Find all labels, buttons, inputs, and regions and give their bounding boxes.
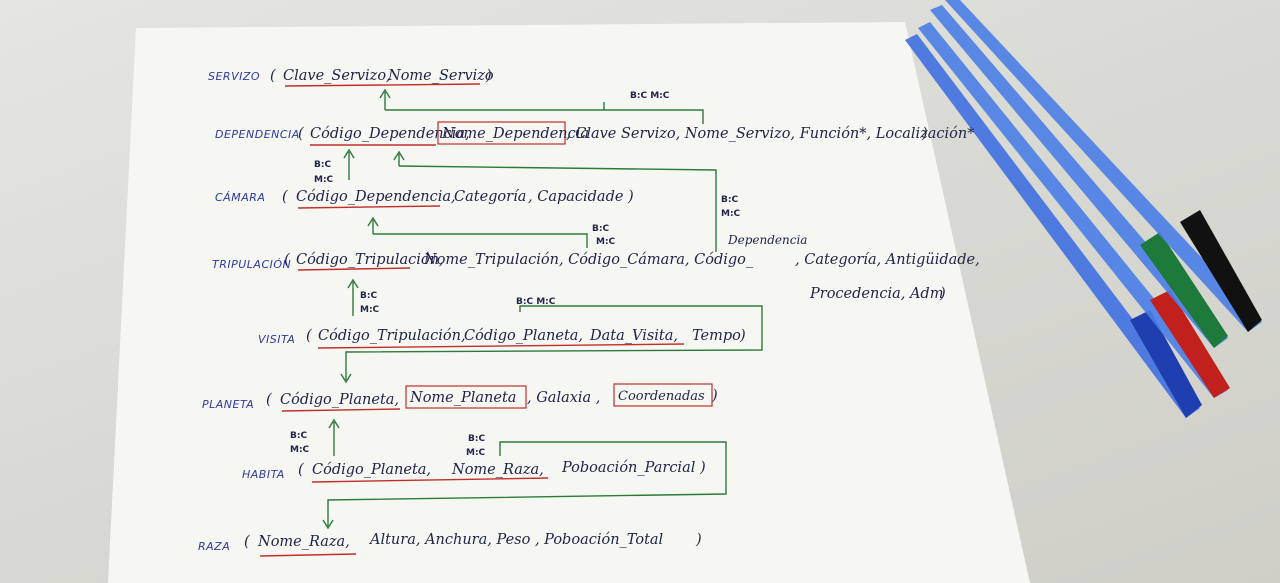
card-camara-dep-bc: B:C <box>314 160 331 170</box>
visita-open: ( <box>306 328 312 344</box>
tripulacion-attr-2: Nome_Tripulación, Código_Cámara, Código_ <box>423 252 754 268</box>
card-trip-camara-bc: B:C <box>592 224 609 234</box>
habita-close: ) <box>699 460 706 476</box>
relation-name-tripulacion: TRIPULACIÓN <box>212 258 291 271</box>
pen-red <box>918 22 1230 398</box>
raza-attr-1: Nome_Raza, <box>257 534 350 550</box>
arrow-trip-dep <box>393 150 405 166</box>
dependencia-attr-1: Código_Dependencia, <box>310 126 470 142</box>
camara-pk-underline <box>297 205 441 209</box>
habita-open: ( <box>298 462 304 478</box>
habita-attr-2: Nome_Raza, <box>451 462 544 478</box>
pens <box>905 0 1262 418</box>
pen-black <box>945 0 1262 332</box>
card-habita-planeta-mc: M:C <box>290 445 310 455</box>
relation-name-camara: CÁMARA <box>215 191 265 204</box>
planeta-box-nome <box>405 385 527 409</box>
tripulacion-open: ( <box>284 252 290 268</box>
raza-close: ) <box>695 532 702 548</box>
planeta-attr-2: Nome_Planeta <box>409 390 516 406</box>
pen-blue <box>905 34 1202 418</box>
camara-attr-3: , Capacidade <box>528 189 623 205</box>
card-habita-raza-mc: M:C <box>466 448 486 458</box>
tripulacion-attr-4: , Categoría, Antigüidade, <box>795 252 980 268</box>
camara-open: ( <box>282 189 288 205</box>
tripulacion-attr-3: Dependencia <box>727 233 807 247</box>
camara-attr-2: Categoría <box>454 189 526 205</box>
card-trip-dep-mc: M:C <box>721 209 741 219</box>
tripulacion-pk-underline <box>297 267 411 271</box>
card-trip-camara-mc: M:C <box>596 237 616 247</box>
card-habita-planeta-bc: B:C <box>290 431 307 441</box>
relation-name-visita: VISITA <box>258 333 295 346</box>
card-camara-dep-mc: M:C <box>314 175 334 185</box>
card-visita-trip-mc: M:C <box>360 305 380 315</box>
servizo-pk-underline <box>284 83 481 87</box>
card-habita-raza-bc: B:C <box>468 434 485 444</box>
planeta-box-coord <box>613 383 713 407</box>
visita-close: ) <box>739 328 746 344</box>
raza-attr-2: Altura, Anchura, Peso , Poboación_Total <box>368 532 664 548</box>
relation-name-habita: HABITA <box>242 468 285 481</box>
visita-attr-3: Data_Visita, <box>589 328 678 344</box>
servizo-attr-1: Clave_Servizo, <box>283 68 391 84</box>
arrow-camara-dep <box>343 148 355 180</box>
habita-attr-1: Código_Planeta, <box>312 462 431 478</box>
planeta-attr-4: Coordenadas <box>618 389 705 404</box>
dependencia-close: ) <box>921 126 928 142</box>
planeta-attr-3: , Galaxia , <box>527 390 600 406</box>
arrow-visita-trip <box>347 278 359 316</box>
planeta-pk-underline <box>281 408 401 412</box>
raza-open: ( <box>244 534 250 550</box>
card-trip-dep-bc: B:C <box>721 195 738 205</box>
planeta-attr-1: Código_Planeta, <box>280 392 399 408</box>
dependencia-attr-2: Nome_Dependencia <box>441 126 589 142</box>
camara-close: ) <box>627 189 634 205</box>
paper-sheet <box>108 22 1030 583</box>
visita-attr-1: Código_Tripulación, <box>318 328 466 344</box>
tripulacion-line-2: Procedencia, Adm <box>809 286 943 302</box>
relation-name-dependencia: DEPENDENCIA <box>215 128 300 141</box>
servizo-close: ) <box>485 68 492 84</box>
arrow-habita-planeta <box>328 418 340 456</box>
arrow-trip-camara <box>367 216 379 234</box>
dependencia-attr-3: , Clave Servizo, Nome_Servizo, Función*,… <box>566 126 975 142</box>
dependencia-open: ( <box>298 126 304 142</box>
servizo-attr-2: Nome_Servizo <box>387 68 494 84</box>
arrow-dep-servizo <box>379 88 391 110</box>
card-dep-servizo: B:C M:C <box>630 91 670 101</box>
relation-name-raza: RAZA <box>198 540 230 553</box>
tripulacion-close: ) <box>939 286 946 302</box>
visita-attr-4: Tempo <box>692 328 741 344</box>
visita-attr-2: Código_Planeta, <box>464 328 583 344</box>
arrow-habita-raza <box>322 441 727 530</box>
card-visita-planeta: B:C M:C <box>516 297 556 307</box>
relation-name-servizo: SERVIZO <box>208 70 260 83</box>
planeta-close: ) <box>711 388 718 404</box>
camara-attr-1: Código_Dependencia, <box>296 189 456 205</box>
habita-pk-underline <box>311 477 549 483</box>
arrow-visita-planeta <box>340 305 763 384</box>
relation-name-planeta: PLANETA <box>202 398 254 411</box>
dependencia-box-nome <box>437 121 566 145</box>
visita-pk-underline <box>317 343 685 349</box>
raza-pk-underline <box>259 553 357 557</box>
pen-green <box>930 5 1228 348</box>
servizo-open: ( <box>270 68 276 84</box>
card-visita-trip-bc: B:C <box>360 291 377 301</box>
planeta-open: ( <box>266 392 272 408</box>
tripulacion-attr-1: Código_Tripulación, <box>296 252 444 268</box>
habita-attr-3: Poboación_Parcial <box>561 460 696 476</box>
